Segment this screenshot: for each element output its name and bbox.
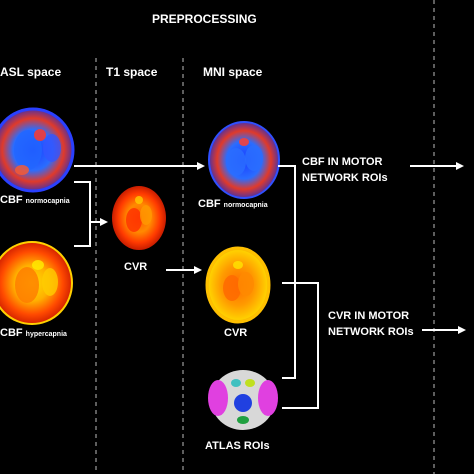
flow-connectors (74, 162, 466, 409)
output-line-2: NETWORK ROIs (328, 326, 414, 338)
output-line-2: NETWORK ROIs (302, 172, 388, 184)
column-dividers (95, 0, 435, 474)
label-sub: normocapnia (223, 202, 268, 209)
column-header-asl: ASL space (0, 65, 62, 79)
brain-asl-normocapnia (0, 107, 75, 193)
label-main: CBF (0, 327, 23, 339)
label-mni-cvr: CVR (224, 327, 248, 339)
column-header-t1: T1 space (106, 65, 158, 79)
brain-mni-cbf (208, 121, 280, 199)
label-mni-cbf-normocapnia: CBF normocapnia (198, 199, 268, 210)
output-cvr-motor-rois: CVR IN MOTOR NETWORK ROIs (328, 308, 414, 340)
diagram-title: PREPROCESSING (152, 12, 257, 26)
column-header-mni: MNI space (203, 65, 263, 79)
label-main: CBF (0, 194, 23, 206)
brain-asl-hypercapnia (0, 241, 73, 325)
label-main: CBF (198, 198, 221, 210)
label-sub: normocapnia (25, 198, 70, 205)
brain-mni-cvr (205, 246, 271, 324)
label-atlas-rois: ATLAS ROIs (205, 440, 270, 452)
label-asl-cbf-hypercapnia: CBF hypercapnia (0, 328, 67, 339)
atlas-rois-image (208, 370, 278, 430)
label-asl-cbf-normocapnia: CBF normocapnia (0, 195, 70, 206)
output-cbf-motor-rois: CBF IN MOTOR NETWORK ROIs (302, 154, 388, 186)
label-t1-cvr: CVR (124, 261, 148, 273)
output-line-1: CVR IN MOTOR (328, 310, 410, 322)
output-line-1: CBF IN MOTOR (302, 156, 383, 168)
label-sub: hypercapnia (25, 331, 67, 338)
brain-t1-cvr (112, 186, 166, 250)
